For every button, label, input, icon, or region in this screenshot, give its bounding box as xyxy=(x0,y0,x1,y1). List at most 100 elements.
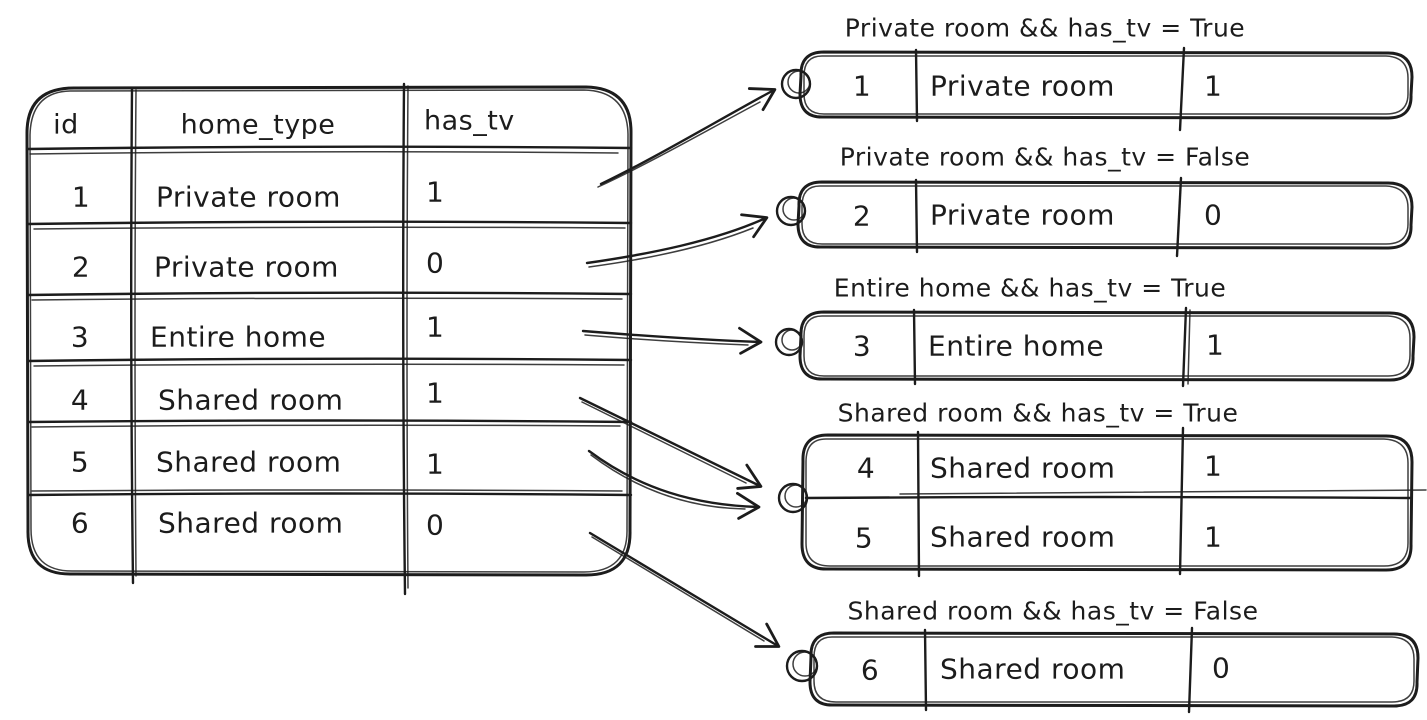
group-3-divider-id xyxy=(912,308,917,386)
group-4-box xyxy=(800,433,1414,572)
group-2: Private room && has_tv = False 2 Private… xyxy=(775,143,1414,258)
group-1-row-1-has-tv: 1 xyxy=(1204,70,1222,103)
source-row-1-id: 1 xyxy=(72,181,90,214)
source-row-sep-header xyxy=(26,145,633,151)
group-3-box-echo xyxy=(803,315,1411,377)
group-4-divider-id xyxy=(916,430,921,578)
group-4-box-echo xyxy=(805,438,1409,567)
source-table: id home_type has_tv 1 Private room 1 2 P… xyxy=(25,82,633,596)
group-5-row-1-home-type: Shared room xyxy=(940,653,1125,686)
source-row-2-home-type: Private room xyxy=(154,251,339,284)
arrow-row1-to-group1-echo xyxy=(597,101,761,188)
group-5: Shared room && has_tv = False 6 Shared r… xyxy=(785,597,1420,714)
group-2-row-1-id: 2 xyxy=(853,200,871,233)
source-col-divider-hastv-echo xyxy=(406,85,409,589)
group-3-divider-hastv-echo xyxy=(1187,309,1191,385)
group-3-row-1-home-type: Entire home xyxy=(928,330,1104,363)
group-3-row-1-has-tv: 1 xyxy=(1206,329,1224,362)
group-1-box xyxy=(798,50,1414,120)
group-1: Private room && has_tv = True 1 Private … xyxy=(780,14,1414,132)
group-5-box xyxy=(808,631,1420,708)
source-row-4-has-tv: 1 xyxy=(426,377,444,410)
arrow-row4-to-group4-echo xyxy=(581,401,747,484)
arrow-row4-to-group4 xyxy=(578,396,763,490)
group-2-box xyxy=(796,180,1414,250)
group-3-label: Entire home && has_tv = True xyxy=(834,274,1226,303)
source-row-5-has-tv: 1 xyxy=(426,448,444,481)
source-table-border-echo xyxy=(29,89,629,573)
source-table-border xyxy=(25,85,633,577)
source-row-3-home-type: Entire home xyxy=(150,321,326,354)
source-row-5-home-type: Shared room xyxy=(156,446,341,479)
group-2-divider-id xyxy=(914,178,919,254)
group-1-divider-hastv xyxy=(1178,46,1186,132)
source-row-5-id: 5 xyxy=(71,446,89,479)
group-5-divider-hastv xyxy=(1187,626,1194,714)
group-2-box-echo xyxy=(801,185,1409,245)
group-4: Shared room && has_tv = True 4 Shared ro… xyxy=(777,399,1427,578)
source-row-6-home-type: Shared room xyxy=(158,507,343,540)
source-header-has-tv: has_tv xyxy=(424,106,515,137)
group-4-row-1-home-type: Shared room xyxy=(930,452,1115,485)
group-4-divider-hastv xyxy=(1178,426,1185,576)
source-row-sep-header-echo xyxy=(29,150,619,155)
group-1-anchor-circle-echo xyxy=(787,70,811,94)
group-4-label: Shared room && has_tv = True xyxy=(838,399,1239,428)
group-3-divider-hastv xyxy=(1181,306,1188,388)
group-4-row-2-home-type: Shared room xyxy=(930,521,1115,554)
group-1-row-1-id: 1 xyxy=(853,70,871,103)
arrow-row3-to-group3 xyxy=(581,326,763,355)
group-4-row-divider xyxy=(804,495,1412,500)
source-row-sep-5 xyxy=(26,492,633,497)
group-5-row-1-has-tv: 0 xyxy=(1212,652,1230,685)
group-2-divider-hastv xyxy=(1175,176,1183,258)
source-row-sep-3-echo xyxy=(33,363,625,367)
group-4-row-divider-echo xyxy=(899,489,1427,495)
source-col-divider-id xyxy=(130,87,135,585)
source-row-6-id: 6 xyxy=(71,507,89,540)
source-row-sep-3 xyxy=(26,357,633,363)
group-3-anchor-circle-echo xyxy=(781,329,803,351)
source-row-4-home-type: Shared room xyxy=(158,384,343,417)
group-1-label: Private room && has_tv = True xyxy=(845,14,1245,43)
group-5-box-echo xyxy=(813,636,1415,703)
group-5-row-1-id: 6 xyxy=(861,654,879,687)
group-5-divider-id xyxy=(923,628,928,712)
group-4-anchor-circle-echo xyxy=(784,484,808,508)
source-row-3-id: 3 xyxy=(71,321,89,354)
source-row-sep-1-echo xyxy=(33,226,626,230)
group-4-row-2-has-tv: 1 xyxy=(1204,521,1222,554)
source-header-id: id xyxy=(53,110,79,141)
arrow-row1-to-group1 xyxy=(599,87,777,186)
group-4-row-1-has-tv: 1 xyxy=(1204,450,1222,483)
group-1-divider-id xyxy=(914,48,919,123)
source-row-sep-2-echo xyxy=(31,297,623,301)
group-4-row-2-id: 5 xyxy=(855,522,873,555)
arrow-row2-to-group2-echo xyxy=(588,227,754,268)
source-row-sep-4-echo xyxy=(31,424,621,428)
group-1-box-echo xyxy=(803,55,1409,115)
group-5-anchor-circle-echo xyxy=(792,651,818,677)
source-row-sep-2 xyxy=(26,291,633,297)
source-row-6-has-tv: 0 xyxy=(426,509,444,542)
arrow-row5-to-group4 xyxy=(587,449,761,520)
group-5-label: Shared room && has_tv = False xyxy=(848,597,1259,626)
arrow-row6-to-group5-echo xyxy=(591,536,765,642)
source-header-home-type: home_type xyxy=(181,110,336,141)
source-col-divider-hastv xyxy=(402,82,407,596)
source-row-sep-1 xyxy=(26,220,633,226)
group-3-row-1-id: 3 xyxy=(853,330,871,363)
group-3: Entire home && has_tv = True 3 Entire ho… xyxy=(774,274,1416,388)
arrow-row2-to-group2 xyxy=(585,213,769,265)
group-2-anchor-circle-echo xyxy=(782,197,806,221)
group-1-row-1-home-type: Private room xyxy=(930,70,1115,103)
source-row-2-id: 2 xyxy=(72,251,90,284)
group-3-box xyxy=(798,310,1416,382)
group-2-row-1-home-type: Private room xyxy=(930,199,1115,232)
group-4-row-1-id: 4 xyxy=(857,452,875,485)
source-row-2-has-tv: 0 xyxy=(426,247,444,280)
arrow-row3-to-group3-echo xyxy=(584,334,749,346)
source-row-3-has-tv: 1 xyxy=(426,311,444,344)
